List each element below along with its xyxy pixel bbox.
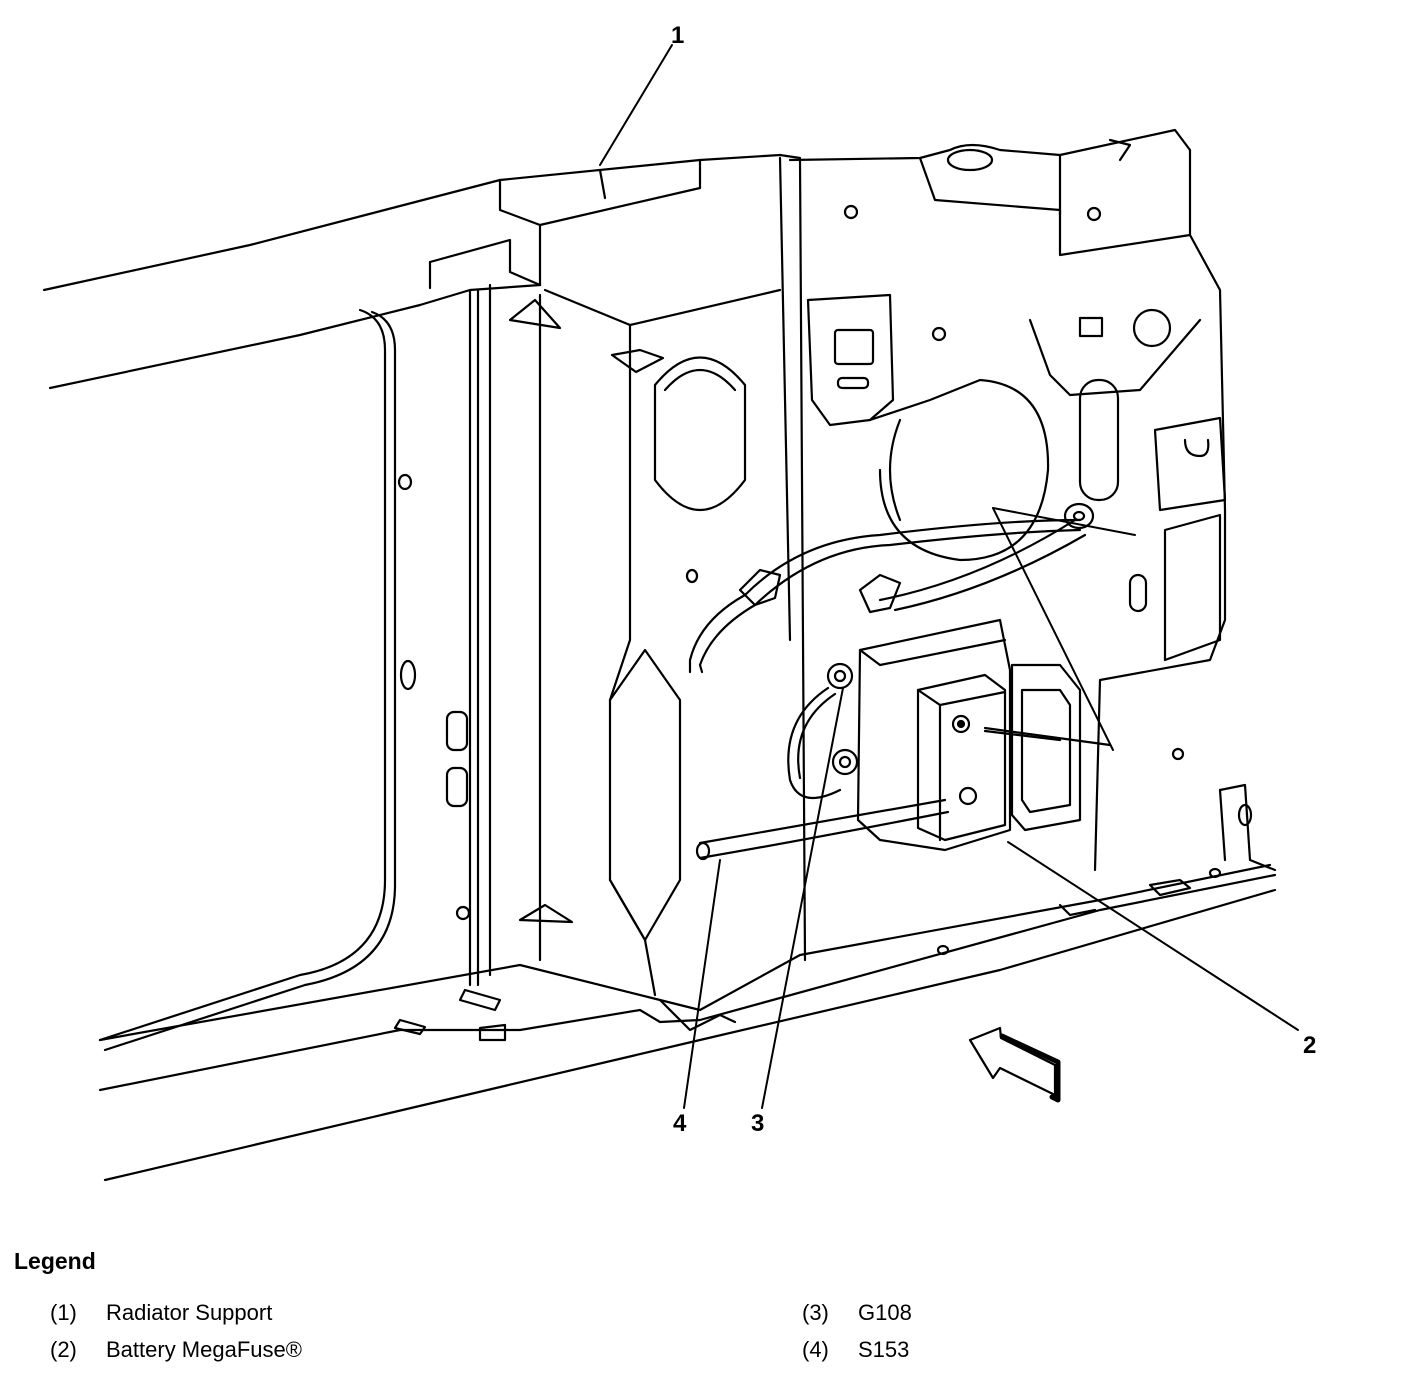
legend-number: (2) bbox=[50, 1337, 77, 1362]
callout-1: 1 bbox=[671, 22, 685, 49]
radiator-support-diagram bbox=[42, 44, 1299, 1182]
legend-number: (4) bbox=[802, 1337, 829, 1362]
callout-3: 3 bbox=[751, 1110, 765, 1137]
view-direction-arrow-icon bbox=[968, 1026, 1061, 1103]
legend-number: (1) bbox=[50, 1300, 77, 1325]
radiator-support-upper-beam bbox=[42, 153, 802, 390]
legend-item-1: (1) Radiator Support bbox=[50, 1300, 272, 1326]
right-inner-panel bbox=[788, 128, 1227, 872]
legend-item-4: (4) S153 bbox=[802, 1337, 909, 1363]
legend-item-2: (2) Battery MegaFuse® bbox=[50, 1337, 302, 1363]
legend: Legend (1) Radiator Support (2) Battery Me… bbox=[0, 1240, 1408, 1374]
center-panel bbox=[543, 156, 807, 997]
callout-4: 4 bbox=[673, 1110, 687, 1137]
legend-label: S153 bbox=[858, 1337, 910, 1362]
wiring-harness bbox=[688, 502, 1095, 861]
megafuse-assembly bbox=[826, 618, 1112, 852]
legend-label: Battery MegaFuse® bbox=[106, 1337, 302, 1362]
lower-frame-rail bbox=[98, 783, 1277, 1182]
legend-number: (3) bbox=[802, 1300, 829, 1325]
legend-label: G108 bbox=[858, 1300, 912, 1325]
leader-lines bbox=[599, 44, 1299, 1109]
legend-label: Radiator Support bbox=[106, 1300, 273, 1325]
legend-item-3: (3) G108 bbox=[802, 1300, 912, 1326]
callout-2: 2 bbox=[1303, 1032, 1317, 1059]
legend-title: Legend bbox=[14, 1248, 96, 1274]
left-pillar bbox=[98, 283, 665, 1052]
